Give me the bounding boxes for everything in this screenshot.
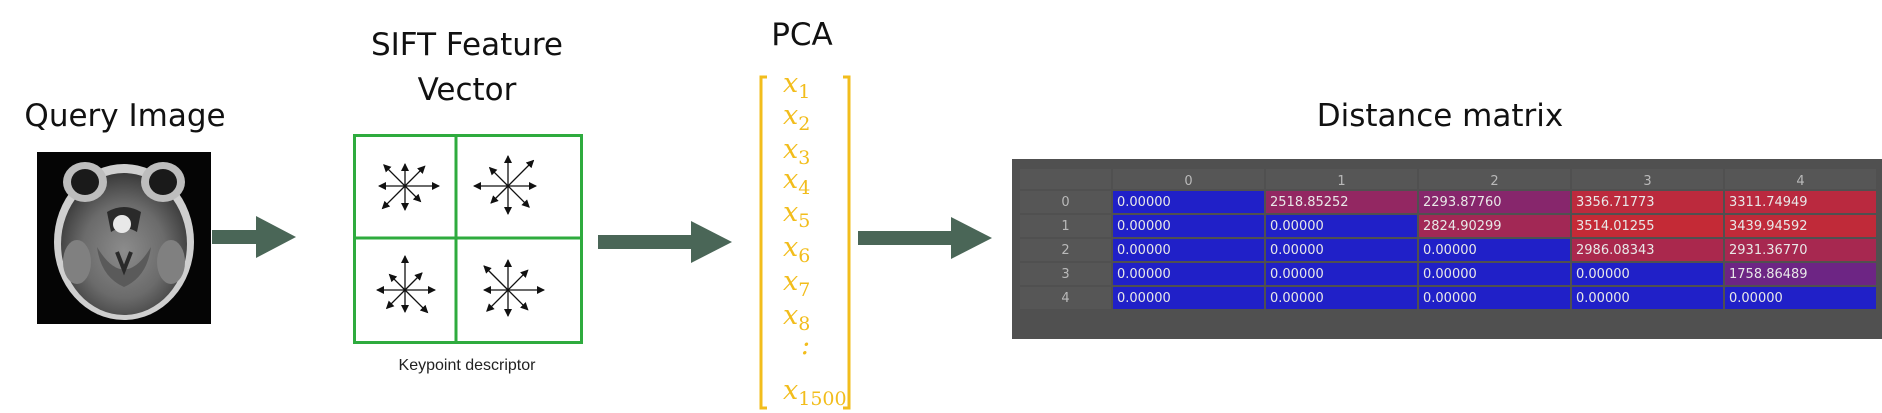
matrix-row-header[interactable]: 2: [1020, 239, 1111, 261]
pca-vector-entry-subscript: 2: [798, 113, 810, 135]
matrix-cell[interactable]: 3356.71773: [1572, 191, 1723, 213]
pca-vector-entry-subscript: 3: [798, 147, 810, 169]
pca-vector-entry-subscript: 7: [798, 279, 810, 301]
matrix-cell[interactable]: 0.00000: [1113, 191, 1264, 213]
matrix-column-header[interactable]: 4: [1725, 169, 1876, 189]
pca-vector-entry-base: x: [783, 375, 798, 406]
query-mri-image: [37, 152, 211, 324]
pca-vector-entry-base: x: [783, 300, 798, 331]
gradient-arrow-icon: [381, 185, 406, 210]
gradient-arrow-icon: [488, 166, 509, 187]
pca-vector-entry: x4: [783, 164, 810, 199]
gradient-arrow-icon: [385, 289, 406, 310]
gradient-arrow-icon: [507, 289, 529, 311]
gradient-arrow-icon: [404, 289, 429, 314]
pca-vector-entry-subscript: 6: [798, 245, 810, 267]
matrix-row-header[interactable]: 0: [1020, 191, 1111, 213]
matrix-cell[interactable]: 0.00000: [1266, 263, 1417, 285]
arrow-query-to-sift-icon: [212, 216, 296, 258]
pca-vector-entry-subscript: 5: [798, 210, 810, 232]
matrix-cell[interactable]: 2293.87760: [1419, 191, 1570, 213]
distance-matrix-heading: Distance matrix: [1316, 98, 1564, 134]
matrix-cell[interactable]: 3514.01255: [1572, 215, 1723, 237]
pca-vector-entry-subscript: 4: [798, 177, 810, 199]
matrix-cell[interactable]: 0.00000: [1113, 287, 1264, 309]
gradient-arrow-icon: [388, 273, 406, 291]
matrix-cell[interactable]: 0.00000: [1419, 239, 1570, 261]
matrix-cell[interactable]: 0.00000: [1113, 215, 1264, 237]
gradient-arrow-icon: [507, 185, 530, 208]
matrix-cell[interactable]: 0.00000: [1113, 239, 1264, 261]
pca-vector-entry-base: x: [783, 164, 798, 195]
sift-keypoint-descriptor-grid: [353, 134, 583, 344]
sift-feature-heading-line2: Vector: [417, 72, 517, 108]
matrix-cell[interactable]: 0.00000: [1572, 287, 1723, 309]
matrix-column-header[interactable]: 0: [1113, 169, 1264, 189]
matrix-cell[interactable]: 0.00000: [1113, 263, 1264, 285]
pca-vector-entry: x3: [783, 134, 810, 169]
matrix-cell[interactable]: 2986.08343: [1572, 239, 1723, 261]
pca-vector-entry-base: :: [801, 330, 810, 361]
gradient-arrow-icon: [507, 159, 535, 187]
matrix-cell[interactable]: 2518.85252: [1266, 191, 1417, 213]
matrix-cell[interactable]: 0.00000: [1266, 215, 1417, 237]
pca-vector-entry: x1: [783, 72, 810, 103]
matrix-row-header[interactable]: 1: [1020, 215, 1111, 237]
pca-heading: PCA: [771, 17, 833, 53]
pca-vector-entry: x1500: [783, 375, 847, 410]
gradient-arrow-icon: [383, 164, 406, 187]
arrow-pca-to-matrix-icon: [858, 217, 992, 259]
pca-vector-entry-subscript: 8: [798, 313, 810, 335]
matrix-row-header[interactable]: 4: [1020, 287, 1111, 309]
gradient-arrow-icon: [404, 272, 423, 291]
matrix-cell[interactable]: 0.00000: [1419, 287, 1570, 309]
gradient-arrow-icon: [483, 265, 509, 291]
matrix-cell[interactable]: 0.00000: [1266, 239, 1417, 261]
matrix-row-header[interactable]: 3: [1020, 263, 1111, 285]
pca-vector-entry-base: x: [783, 134, 798, 165]
sift-caption: Keypoint descriptor: [398, 357, 536, 374]
matrix-corner-header: [1020, 169, 1111, 189]
pca-vector-entry-subscript: 1: [798, 81, 810, 103]
matrix-cell[interactable]: 2824.90299: [1419, 215, 1570, 237]
matrix-cell[interactable]: 0.00000: [1419, 263, 1570, 285]
matrix-cell[interactable]: 3439.94592: [1725, 215, 1876, 237]
pca-vector-entry: x7: [783, 266, 810, 301]
matrix-cell[interactable]: 2931.36770: [1725, 239, 1876, 261]
pca-vector-entry: x2: [783, 100, 810, 135]
gradient-arrow-icon: [486, 289, 509, 312]
pca-vector-entry: :: [801, 330, 810, 361]
pca-vector-entry-base: x: [783, 266, 798, 297]
pca-vector-entry: x5: [783, 197, 810, 232]
pca-vector-entry: x6: [783, 232, 810, 267]
gradient-arrow-icon: [404, 165, 426, 187]
sift-feature-heading-line1: SIFT Feature: [370, 27, 564, 63]
pca-vector-entry-base: x: [783, 197, 798, 228]
gradient-arrow-icon: [490, 185, 509, 204]
matrix-column-header[interactable]: 3: [1572, 169, 1723, 189]
matrix-cell[interactable]: 0.00000: [1725, 287, 1876, 309]
pca-vector-entry-base: x: [783, 100, 798, 131]
pca-vector-entry-base: x: [783, 232, 798, 263]
pca-vector-entry-subscript: 1500: [798, 388, 846, 410]
pca-vector-entry-base: x: [783, 72, 798, 99]
gradient-arrow-icon: [507, 269, 529, 291]
matrix-cell[interactable]: 1758.86489: [1725, 263, 1876, 285]
pca-vector-entry: x8: [783, 300, 810, 335]
matrix-cell[interactable]: 3311.74949: [1725, 191, 1876, 213]
matrix-column-header[interactable]: 1: [1266, 169, 1417, 189]
query-image-heading: Query Image: [24, 98, 226, 134]
gradient-arrow-icon: [404, 185, 422, 203]
matrix-cell[interactable]: 0.00000: [1572, 263, 1723, 285]
matrix-cell[interactable]: 0.00000: [1266, 287, 1417, 309]
matrix-column-header[interactable]: 2: [1419, 169, 1570, 189]
arrow-sift-to-pca-icon: [598, 221, 732, 263]
